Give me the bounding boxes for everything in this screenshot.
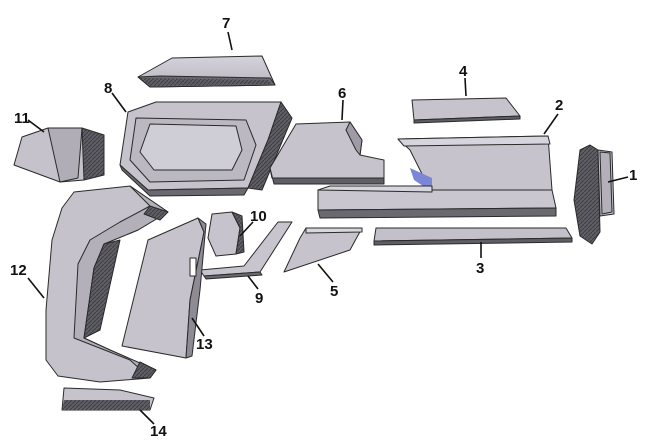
leader-1 xyxy=(607,176,629,183)
part-10 xyxy=(207,211,245,257)
callout-labels: 1 2 3 4 5 6 7 8 9 10 11 12 13 14 xyxy=(10,15,637,440)
part-6 xyxy=(269,121,385,185)
part-1 xyxy=(573,144,615,245)
leader-13 xyxy=(191,317,205,337)
leader-4 xyxy=(464,77,467,97)
part-13 xyxy=(121,217,207,359)
leader-9 xyxy=(247,275,259,290)
callout-1: 1 xyxy=(629,167,637,184)
callout-7: 7 xyxy=(222,15,230,32)
leader-2 xyxy=(543,113,559,135)
leader-lines xyxy=(27,31,629,425)
callout-12: 12 xyxy=(10,262,27,279)
leader-12 xyxy=(27,277,45,299)
part-2 xyxy=(317,135,557,219)
callout-6: 6 xyxy=(338,85,346,102)
callout-9: 9 xyxy=(255,290,263,307)
callout-14: 14 xyxy=(150,423,167,440)
part-8 xyxy=(119,101,293,197)
leader-10 xyxy=(239,221,254,237)
leader-11 xyxy=(27,119,45,133)
leader-6 xyxy=(341,99,344,121)
leader-7 xyxy=(227,31,233,51)
callout-2: 2 xyxy=(555,97,563,114)
part-5 xyxy=(283,227,363,273)
part-12 xyxy=(45,185,169,383)
leader-14 xyxy=(139,409,155,425)
part-4 xyxy=(411,97,521,124)
callout-10: 10 xyxy=(250,208,267,225)
callout-4: 4 xyxy=(459,63,468,80)
leader-5 xyxy=(317,263,334,283)
callout-13: 13 xyxy=(196,336,213,353)
callout-8: 8 xyxy=(104,80,112,97)
part-9 xyxy=(199,221,293,280)
callout-11: 11 xyxy=(14,110,30,127)
part-3 xyxy=(373,227,573,246)
part-7 xyxy=(137,55,276,88)
callout-3: 3 xyxy=(476,260,484,277)
leader-8 xyxy=(111,92,127,113)
part-11 xyxy=(13,127,105,183)
part-14 xyxy=(61,387,155,411)
callout-5: 5 xyxy=(330,283,338,300)
